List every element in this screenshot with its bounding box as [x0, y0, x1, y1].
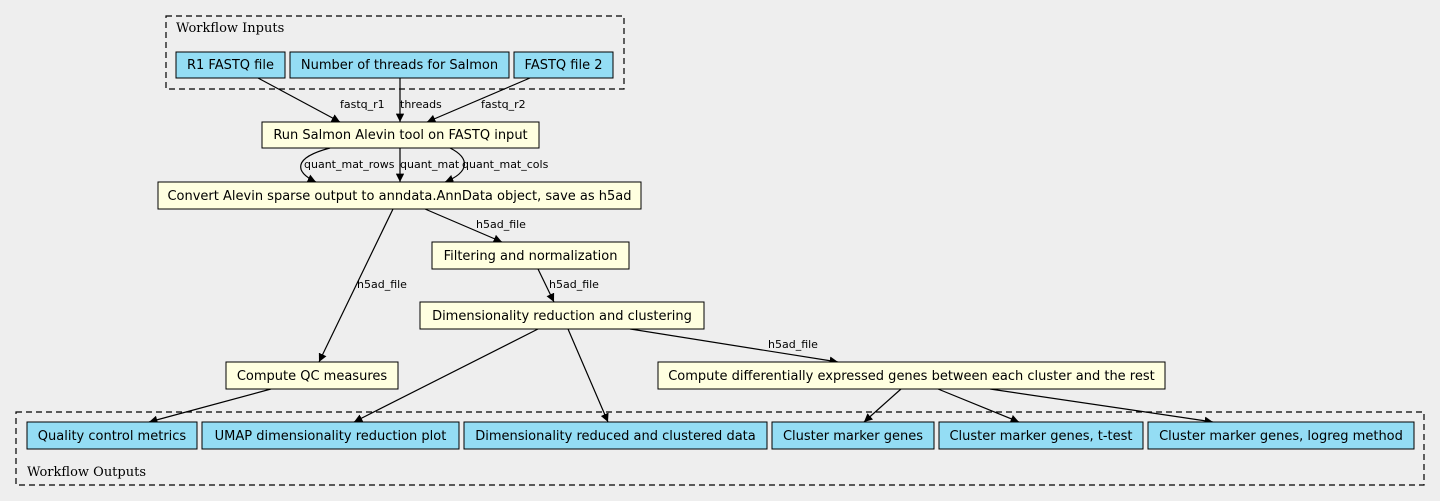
output-node-umap-plot[interactable]: UMAP dimensionality reduction plot: [201, 421, 460, 450]
step-node-filter-label: Filtering and normalization: [444, 249, 618, 264]
edge-label-h5ad-qc: h5ad_file: [357, 278, 407, 291]
workflow-inputs-label: Workflow Inputs: [176, 21, 284, 36]
edge-qc-to-metrics: [148, 388, 272, 424]
output-node-cluster-markers-logreg-label: Cluster marker genes, logreg method: [1159, 429, 1403, 444]
step-node-dimred-label: Dimensionality reduction and clustering: [432, 309, 692, 324]
step-node-salmon-label: Run Salmon Alevin tool on FASTQ input: [273, 128, 527, 143]
edge-diffexp-to-markers: [863, 388, 902, 423]
output-node-umap-plot-label: UMAP dimensionality reduction plot: [215, 429, 447, 444]
output-node-cluster-markers[interactable]: Cluster marker genes: [771, 421, 935, 450]
input-node-r1-fastq[interactable]: R1 FASTQ file: [175, 51, 286, 79]
output-node-dimred-data-label: Dimensionality reduced and clustered dat…: [475, 429, 755, 444]
step-node-filter[interactable]: Filtering and normalization: [431, 241, 630, 270]
edge-dimred-to-data: [567, 328, 609, 423]
edge-labels: fastq_r1 threads fastq_r2 quant_mat_rows…: [304, 98, 818, 351]
input-node-fastq2[interactable]: FASTQ file 2: [513, 51, 614, 79]
edge-label-quant-mat: quant_mat: [400, 158, 460, 171]
output-node-cluster-markers-logreg[interactable]: Cluster marker genes, logreg method: [1147, 421, 1415, 450]
edge-label-h5ad-dimred: h5ad_file: [549, 278, 599, 291]
edge-diffexp-to-markers-t: [937, 388, 1020, 423]
step-node-qc[interactable]: Compute QC measures: [225, 361, 399, 390]
workflow-inputs-cluster: Workflow Inputs: [165, 15, 625, 90]
edge-convert-to-filter: [424, 208, 503, 243]
input-node-threads[interactable]: Number of threads for Salmon: [289, 51, 510, 79]
output-node-cluster-markers-label: Cluster marker genes: [783, 429, 923, 444]
output-node-cluster-markers-ttest[interactable]: Cluster marker genes, t-test: [938, 421, 1144, 450]
workflow-outputs-cluster: Workflow Outputs: [15, 411, 1425, 486]
edge-convert-to-qc: [318, 208, 394, 363]
edge-dimred-to-diffexp: [629, 328, 839, 365]
input-node-fastq2-label: FASTQ file 2: [525, 58, 603, 73]
edge-label-h5ad-diffexp: h5ad_file: [768, 338, 818, 351]
output-node-dimred-data[interactable]: Dimensionality reduced and clustered dat…: [463, 421, 768, 450]
step-node-salmon[interactable]: Run Salmon Alevin tool on FASTQ input: [261, 121, 540, 149]
output-node-cluster-markers-ttest-label: Cluster marker genes, t-test: [949, 429, 1132, 444]
edge-label-fastq-r2: fastq_r2: [481, 98, 526, 111]
edge-label-fastq-r1: fastq_r1: [340, 98, 385, 111]
edge-quant-mat-rows: [300, 147, 331, 183]
edge-dimred-to-umap: [353, 328, 539, 423]
edge-label-h5ad-filter: h5ad_file: [476, 218, 526, 231]
edge-r1-to-salmon: [257, 77, 341, 123]
step-node-dimred[interactable]: Dimensionality reduction and clustering: [419, 301, 705, 330]
input-node-r1-fastq-label: R1 FASTQ file: [187, 58, 274, 73]
edge-filter-to-dimred: [537, 268, 555, 303]
edge-label-threads: threads: [400, 98, 442, 111]
output-node-qc-metrics[interactable]: Quality control metrics: [26, 421, 198, 450]
step-node-qc-label: Compute QC measures: [237, 369, 388, 384]
edges: [148, 77, 1214, 425]
edge-diffexp-to-markers-logreg: [989, 388, 1214, 425]
workflow-outputs-label: Workflow Outputs: [27, 465, 146, 480]
step-node-convert-label: Convert Alevin sparse output to anndata.…: [167, 189, 631, 204]
step-node-diffexp-label: Compute differentially expressed genes b…: [668, 369, 1155, 384]
step-node-diffexp[interactable]: Compute differentially expressed genes b…: [657, 361, 1166, 390]
step-node-convert[interactable]: Convert Alevin sparse output to anndata.…: [157, 181, 642, 210]
output-node-qc-metrics-label: Quality control metrics: [38, 429, 187, 444]
input-node-threads-label: Number of threads for Salmon: [301, 58, 498, 73]
edge-fastq2-to-salmon: [426, 77, 531, 123]
edge-quant-mat-cols: [444, 147, 465, 183]
edge-label-quant-mat-cols: quant_mat_cols: [462, 158, 549, 171]
edge-label-quant-mat-rows: quant_mat_rows: [304, 158, 395, 171]
